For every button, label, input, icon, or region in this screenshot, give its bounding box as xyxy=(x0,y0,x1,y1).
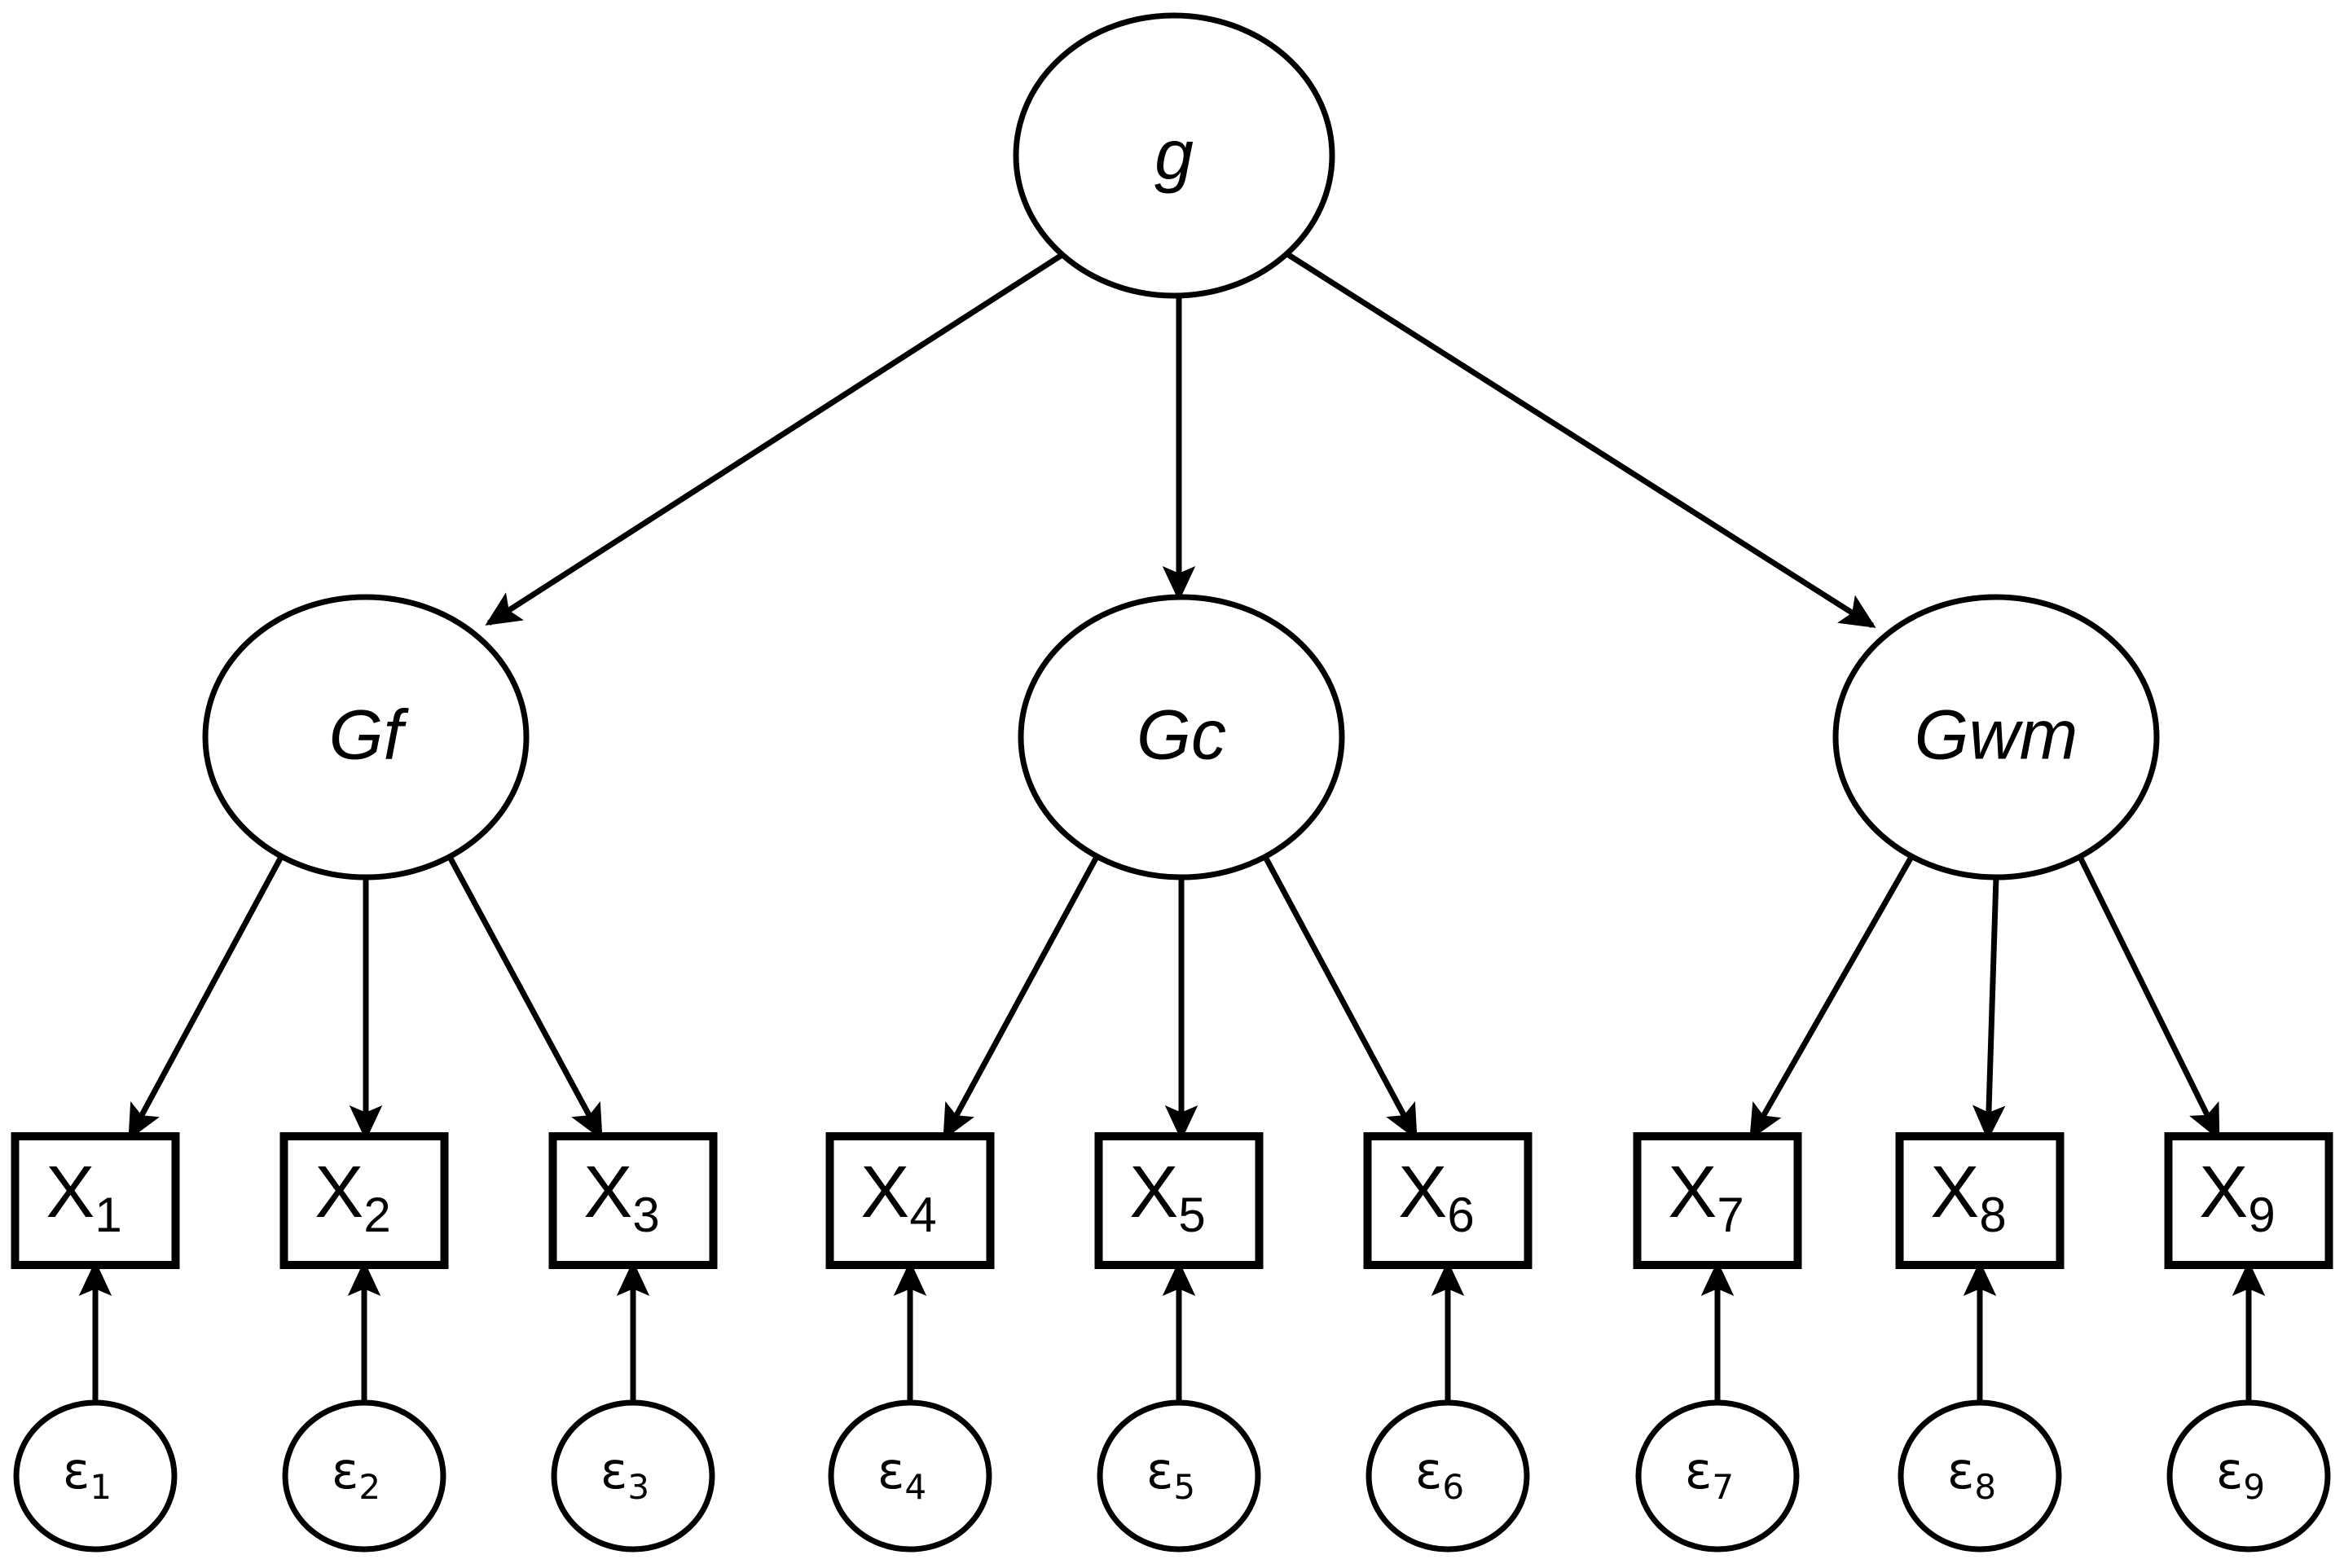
latent-node-Gc[interactable]: Gc xyxy=(1018,594,1345,881)
indicator-rect-X2 xyxy=(279,1132,449,1269)
error-node-e5[interactable]: ε5 xyxy=(1097,1399,1261,1553)
error-node-e9[interactable]: ε9 xyxy=(2166,1399,2331,1553)
error-ellipse-e9 xyxy=(2166,1399,2331,1553)
indicator-label-X7: X7 xyxy=(1668,1152,1744,1242)
latent-label-Gc: Gc xyxy=(1137,696,1226,775)
edge-Gf-to-X3 xyxy=(446,855,604,1140)
latent-node-Gf[interactable]: Gf xyxy=(202,594,530,881)
error-node-e3[interactable]: ε3 xyxy=(551,1399,715,1553)
error-label-e9: ε9 xyxy=(2216,1441,2265,1506)
error-node-e7[interactable]: ε7 xyxy=(1635,1399,1800,1553)
latent-label-Gf: Gf xyxy=(329,696,410,775)
latent-ellipse-Gf xyxy=(202,594,530,881)
error-ellipse-e4 xyxy=(828,1399,992,1553)
error-ellipse-e8 xyxy=(1898,1399,2062,1553)
indicator-node-X6[interactable]: X6 xyxy=(1363,1132,1533,1269)
error-label-e1: ε1 xyxy=(63,1441,112,1506)
error-label-e2: ε2 xyxy=(332,1441,380,1506)
edge-Gc-to-X6 xyxy=(1262,855,1418,1140)
error-ellipse-e3 xyxy=(551,1399,715,1553)
indicator-label-X9: X9 xyxy=(2199,1152,2275,1242)
error-ellipse-e6 xyxy=(1366,1399,1530,1553)
error-node-e1[interactable]: ε1 xyxy=(13,1399,178,1553)
error-label-e5: ε5 xyxy=(1146,1441,1195,1506)
edge-Gwm-to-X9 xyxy=(2077,855,2221,1140)
error-ellipse-e7 xyxy=(1635,1399,1800,1553)
latent-label-Gwm: Gwm xyxy=(1915,696,2078,775)
error-label-e3: ε3 xyxy=(600,1441,649,1506)
indicator-rect-X6 xyxy=(1363,1132,1533,1269)
indicator-label-X1: X1 xyxy=(46,1152,121,1242)
indicator-rect-X1 xyxy=(11,1132,180,1269)
error-label-e7: ε7 xyxy=(1685,1441,1734,1506)
latent-label-g: g xyxy=(1154,116,1194,195)
latent-node-g[interactable]: g xyxy=(1013,12,1335,299)
error-label-e8: ε8 xyxy=(1947,1441,1996,1506)
indicator-node-X4[interactable]: X4 xyxy=(825,1132,995,1269)
error-label-e6: ε6 xyxy=(1415,1441,1464,1506)
indicator-rect-X9 xyxy=(2164,1132,2333,1269)
indicator-node-X3[interactable]: X3 xyxy=(548,1132,718,1269)
indicator-label-X4: X4 xyxy=(860,1152,936,1242)
error-ellipse-e1 xyxy=(13,1399,178,1553)
indicator-rect-X3 xyxy=(548,1132,718,1269)
latent-node-Gwm[interactable]: Gwm xyxy=(1832,594,2160,881)
indicator-rect-X8 xyxy=(1895,1132,2065,1269)
indicator-rect-X4 xyxy=(825,1132,995,1269)
indicator-label-X3: X3 xyxy=(583,1152,659,1242)
error-label-e4: ε4 xyxy=(877,1441,926,1506)
indicator-node-X8[interactable]: X8 xyxy=(1895,1132,2065,1269)
indicator-label-X5: X5 xyxy=(1129,1152,1205,1242)
indicator-node-X7[interactable]: X7 xyxy=(1633,1132,1802,1269)
error-ellipse-e5 xyxy=(1097,1399,1261,1553)
edge-g-to-Gwm xyxy=(1286,252,1876,628)
latent-ellipse-g xyxy=(1013,12,1335,299)
latent-ellipse-Gc xyxy=(1018,594,1345,881)
error-node-e2[interactable]: ε2 xyxy=(282,1399,446,1553)
edge-layer xyxy=(78,252,2266,1403)
edge-Gc-to-X4 xyxy=(942,855,1100,1140)
indicator-node-X1[interactable]: X1 xyxy=(11,1132,180,1269)
indicator-label-X2: X2 xyxy=(314,1152,390,1242)
edge-Gwm-to-X8 xyxy=(1972,876,2006,1141)
indicator-rect-X5 xyxy=(1094,1132,1264,1269)
indicator-node-X2[interactable]: X2 xyxy=(279,1132,449,1269)
edge-Gwm-to-X7 xyxy=(1748,855,1915,1140)
indicator-label-X8: X8 xyxy=(1930,1152,2006,1242)
indicator-rect-X7 xyxy=(1633,1132,1802,1269)
error-node-e6[interactable]: ε6 xyxy=(1366,1399,1530,1553)
error-node-e4[interactable]: ε4 xyxy=(828,1399,992,1553)
error-node-e8[interactable]: ε8 xyxy=(1898,1399,2062,1553)
indicator-label-X6: X6 xyxy=(1398,1152,1474,1242)
edge-Gf-to-X1 xyxy=(127,855,284,1140)
error-ellipse-e2 xyxy=(282,1399,446,1553)
latent-ellipse-Gwm xyxy=(1832,594,2160,881)
edge-g-to-Gf xyxy=(485,252,1065,626)
indicator-node-X9[interactable]: X9 xyxy=(2164,1132,2333,1269)
indicator-node-X5[interactable]: X5 xyxy=(1094,1132,1264,1269)
